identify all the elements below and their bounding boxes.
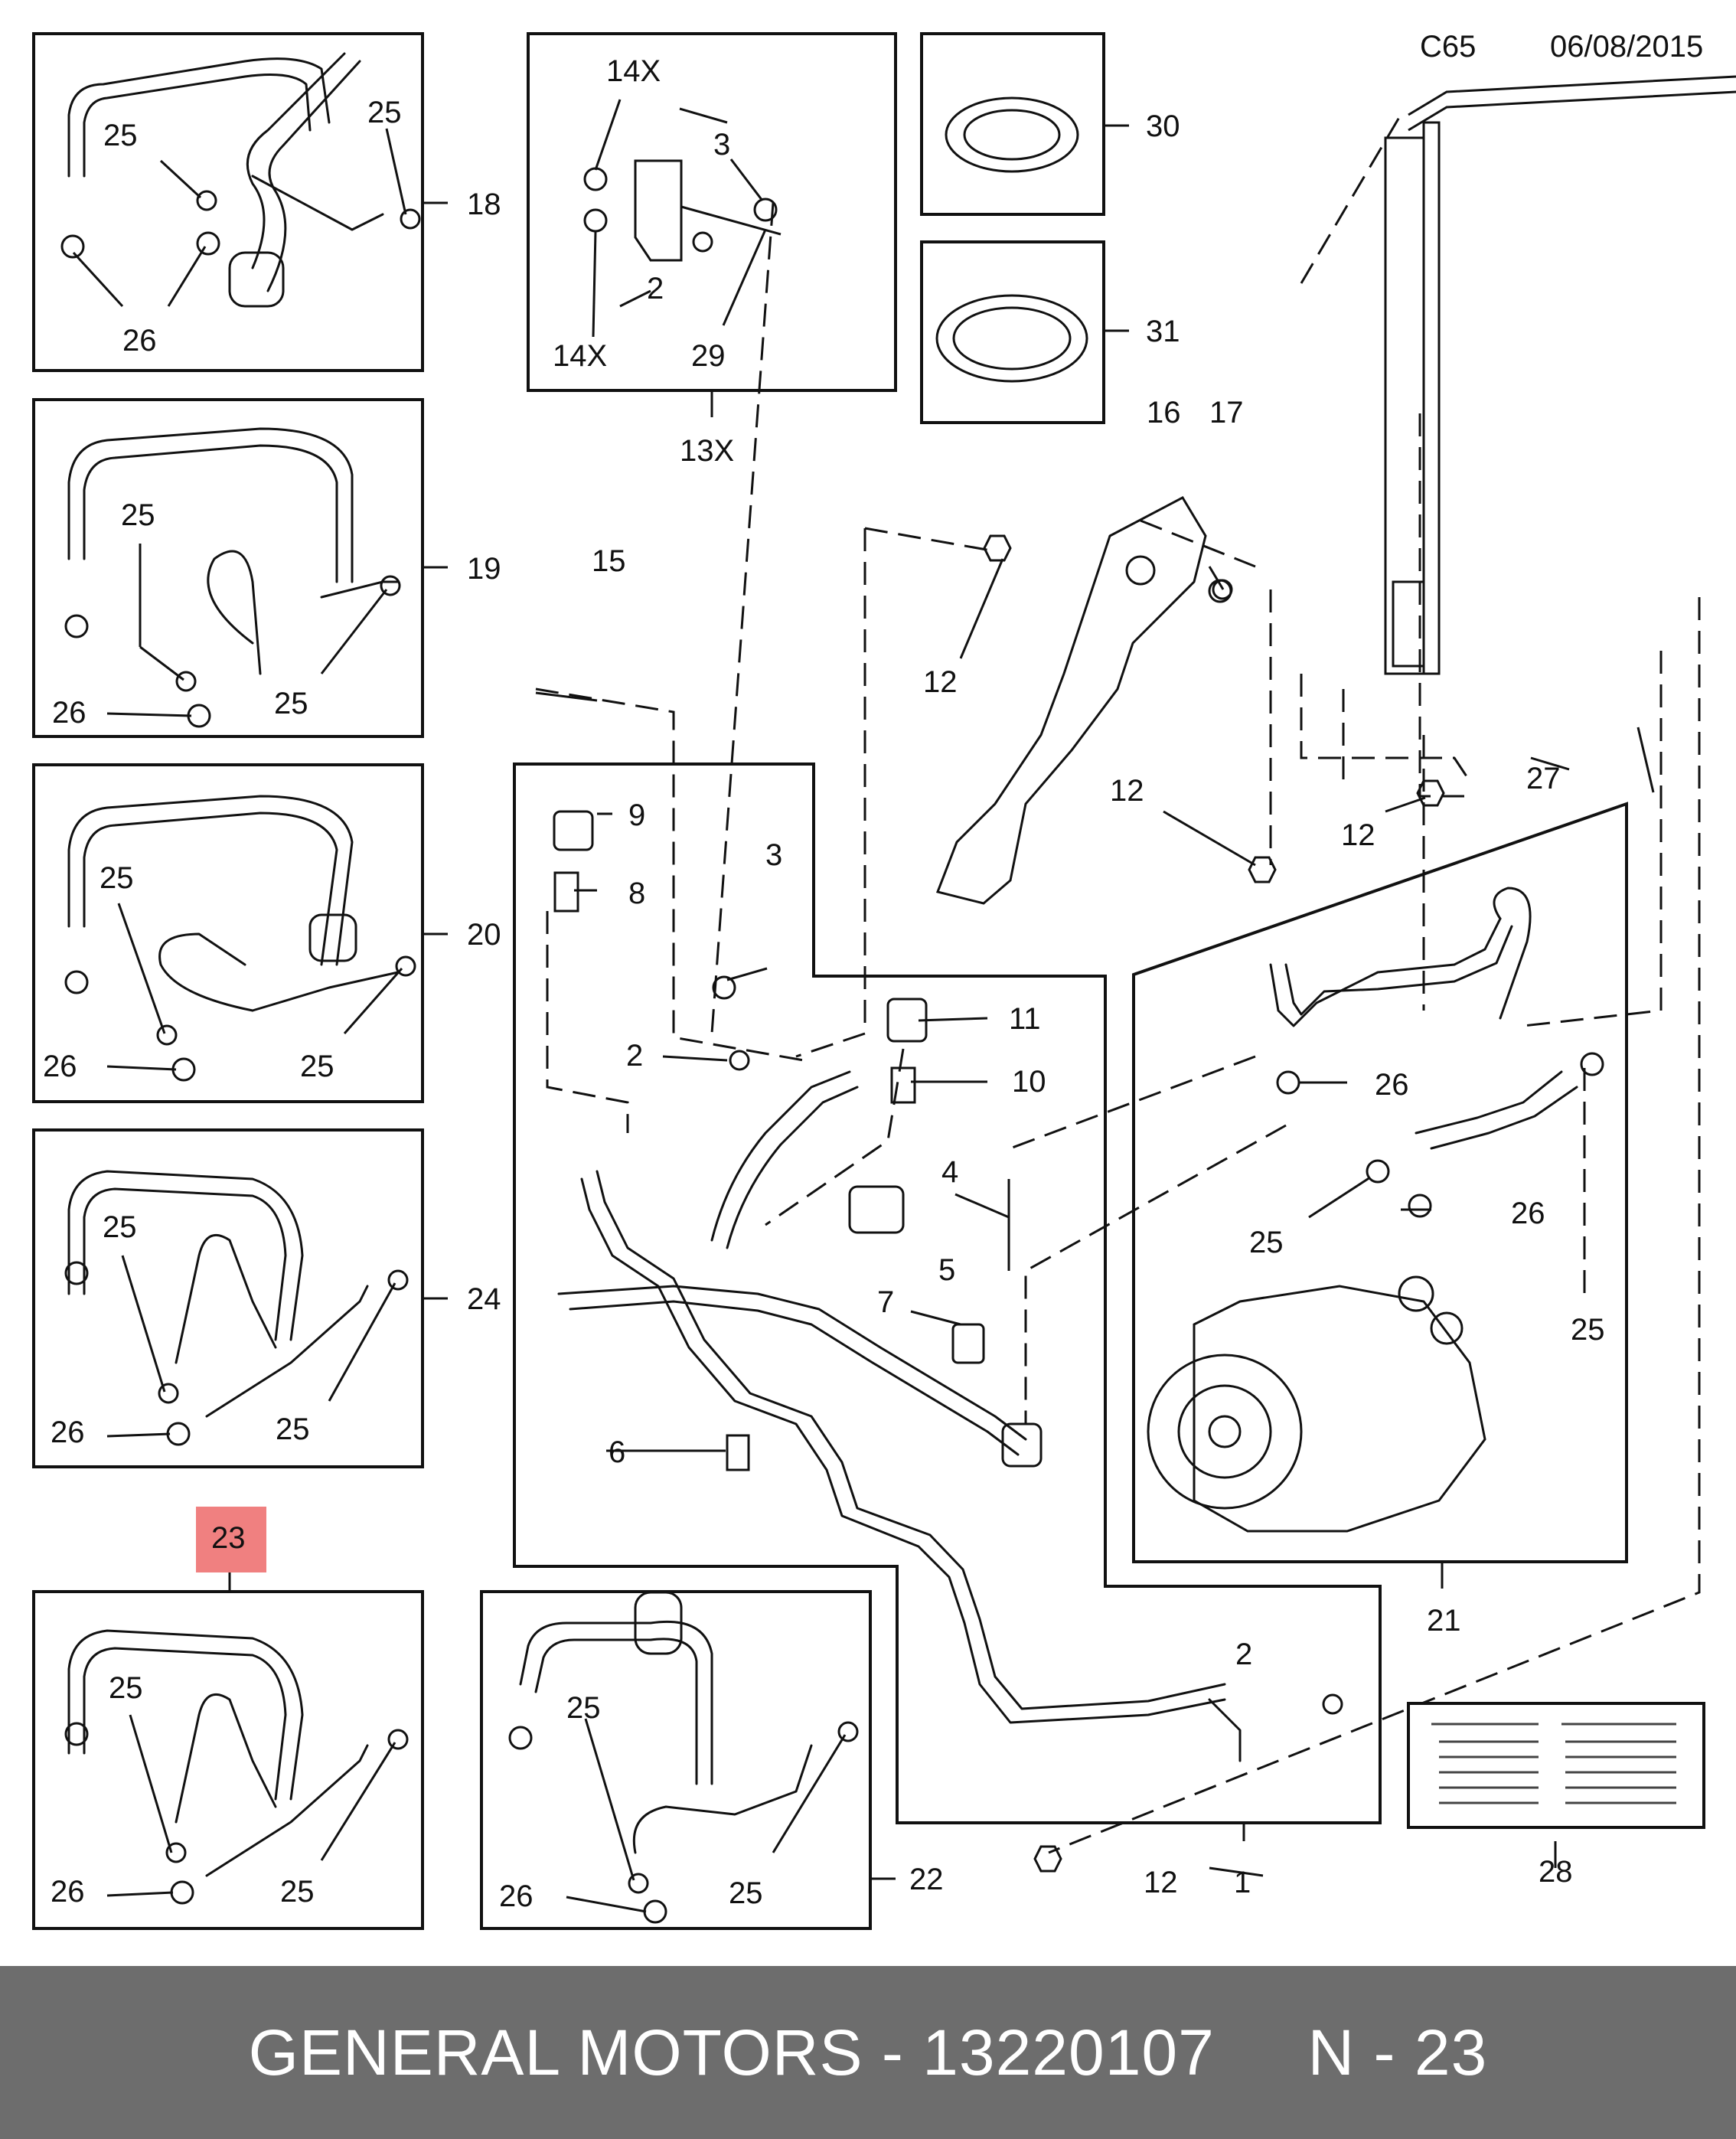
panel24-callout-26: 26 [51,1416,85,1449]
callout-31: 31 [1146,315,1180,348]
callout-25-r1: 25 [1249,1226,1284,1259]
callout-4: 4 [941,1155,958,1189]
callout-2-top: 2 [647,272,664,305]
callout-26-r2: 26 [1511,1197,1545,1230]
callout-21: 21 [1427,1604,1461,1638]
callout-12-a: 12 [923,665,958,699]
panel19-callout-25b: 25 [274,687,308,720]
callout-11: 11 [1009,1002,1041,1036]
callout-12-c: 12 [1341,818,1375,852]
diagram-date: 06/08/2015 [1550,30,1703,64]
part-6-clip [726,1434,750,1471]
panel22-callout-25b: 25 [729,1876,763,1910]
panel18-callout-26: 26 [122,324,157,358]
panel24-callout-25b: 25 [276,1412,310,1446]
callout-20: 20 [467,918,501,952]
callout-3-mid: 3 [765,838,782,872]
callout-14x-top: 14X [606,54,661,88]
callout-9: 9 [628,798,645,832]
panel-30 [920,32,1105,216]
callout-12-d: 12 [1144,1866,1178,1899]
callout-3-top: 3 [713,128,730,162]
panel20-callout-26: 26 [43,1050,77,1083]
highlight-box-23 [196,1507,266,1572]
callout-26-r1: 26 [1375,1068,1409,1102]
part-11-cap [886,998,928,1043]
assembly-1-outline [513,763,1382,1824]
panel23-callout-25b: 25 [280,1875,315,1909]
callout-18: 18 [467,188,501,221]
panel-24 [32,1128,424,1468]
callout-24: 24 [467,1282,501,1316]
callout-16: 16 [1147,396,1181,429]
diagram-code: C65 [1420,30,1476,64]
part-5-sensor [848,1185,905,1234]
panel20-callout-25b: 25 [300,1050,334,1083]
callout-labels: 14X 3 2 14X 29 13X 30 31 16 17 12 12 12 … [43,54,1605,1913]
panel19-callout-26: 26 [52,696,86,730]
panel23-callout-26: 26 [51,1875,85,1909]
panel22-callout-25a: 25 [566,1691,601,1725]
panel-23 [32,1590,424,1930]
panel24-callout-25a: 25 [103,1210,137,1244]
highlight-label-23: 23 [211,1521,246,1555]
part-16-bracket [935,496,1207,905]
callout-2-mid: 2 [626,1039,643,1073]
callout-25-r2: 25 [1571,1313,1605,1347]
condenser [1384,75,1736,675]
part-9-cap [553,810,594,851]
callout-7: 7 [877,1285,894,1319]
footer-part-text: GENERAL MOTORS - 13220107 N - 23 [248,2016,1488,2088]
panel20-callout-25a: 25 [100,861,134,895]
part-7-clip [951,1323,985,1364]
callout-14x-bot: 14X [553,339,607,373]
callout-6: 6 [609,1435,625,1469]
part-8-valve [553,871,579,913]
callout-30: 30 [1146,109,1180,143]
assembly-21-outline [1132,802,1628,1563]
panel23-callout-25a: 25 [109,1671,143,1705]
callout-27: 27 [1526,762,1561,795]
callout-1: 1 [1234,1866,1251,1899]
callout-2-low: 2 [1235,1638,1252,1671]
footer-bar: GENERAL MOTORS - 13220107 N - 23 [0,1966,1736,2139]
panel18-callout-25a: 25 [103,119,138,152]
part-10-valve [890,1066,916,1104]
callout-15: 15 [592,544,626,578]
callout-5: 5 [938,1253,955,1287]
panel22-callout-26: 26 [499,1879,534,1913]
panel-18 [32,32,424,372]
callout-17: 17 [1209,396,1244,429]
compressor [1147,1275,1486,1533]
part-15-bolt [535,691,598,702]
panel-19 [32,398,424,738]
callout-8: 8 [628,877,645,910]
part-27-bolt [1636,727,1655,793]
parts-diagram: C65 06/08/2015 [32,30,1736,1930]
callout-13x: 13X [680,434,734,468]
callout-19: 19 [467,552,501,586]
warning-label-28 [1407,1702,1705,1829]
callout-10: 10 [1012,1065,1046,1099]
callout-28: 28 [1539,1855,1573,1889]
callout-12-b: 12 [1110,774,1144,808]
panel19-callout-25a: 25 [121,498,155,532]
panel-13x [527,32,897,392]
callout-29: 29 [691,339,726,373]
panel-31 [920,240,1105,424]
panel-22 [480,1590,872,1930]
panel18-callout-25b: 25 [367,96,402,129]
callout-22: 22 [909,1863,944,1896]
